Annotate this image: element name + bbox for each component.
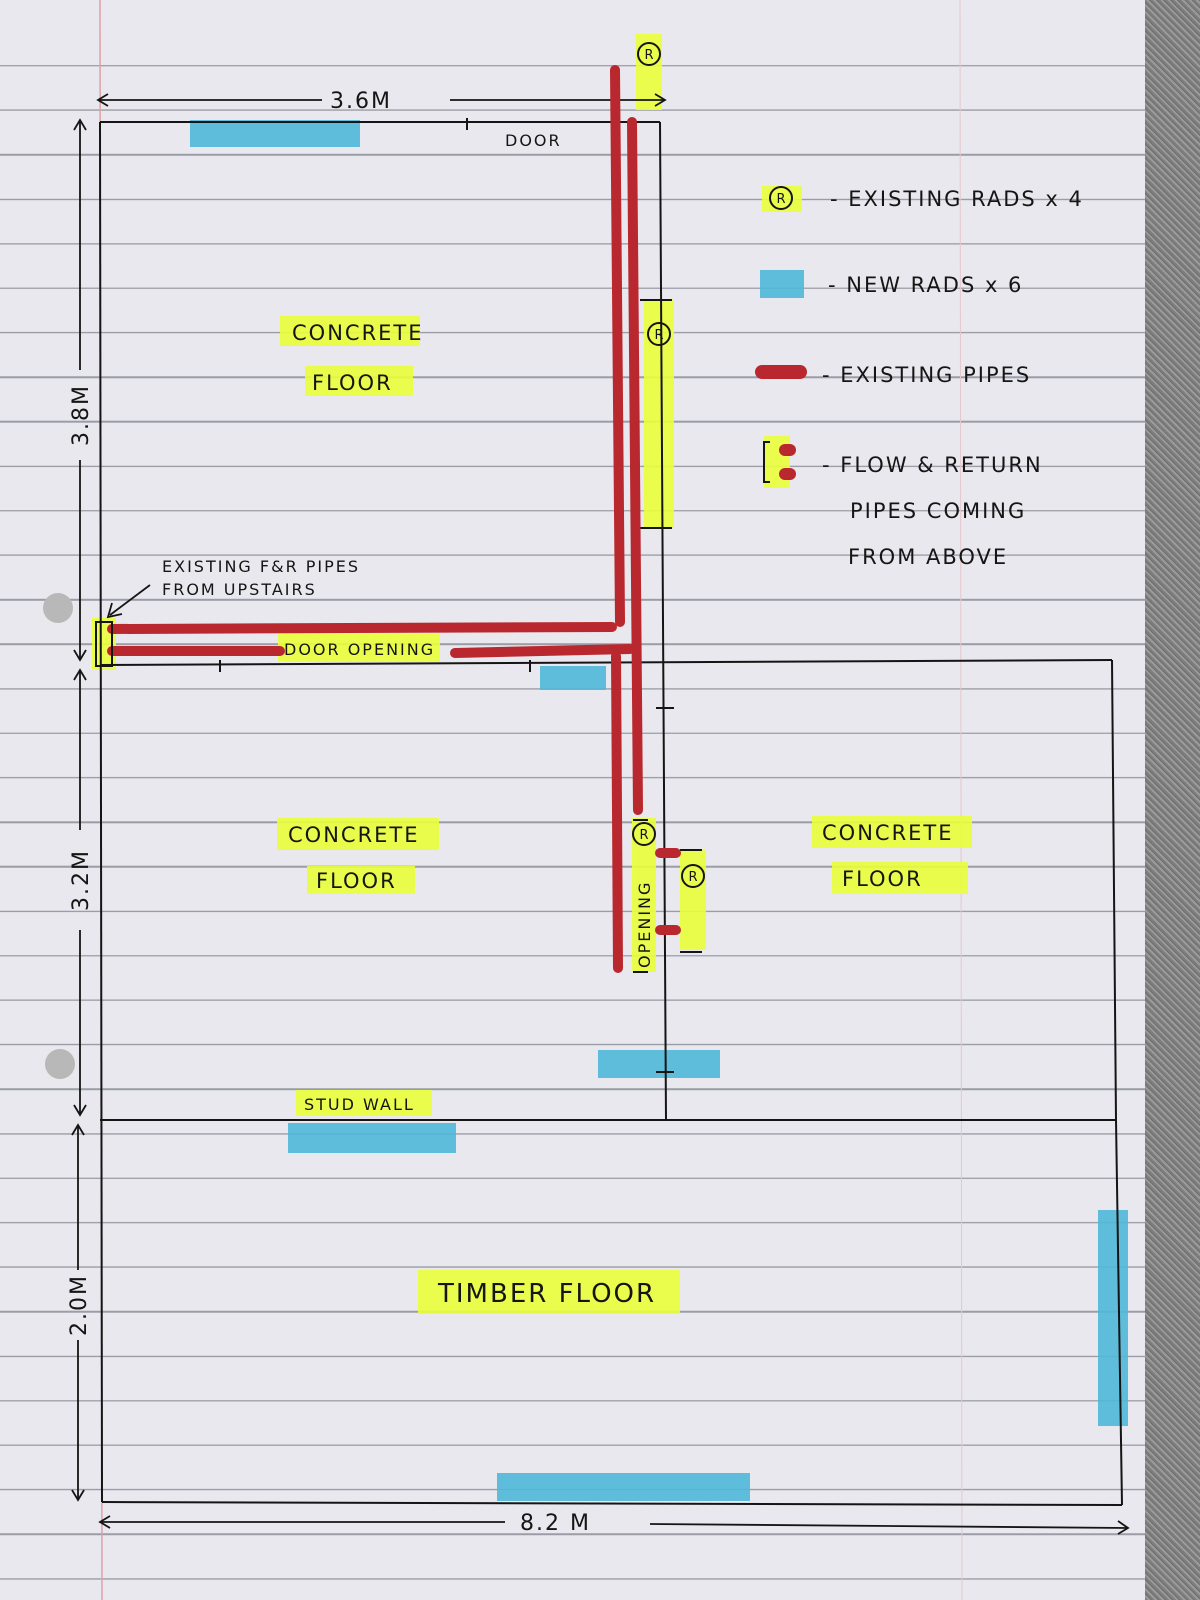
floor-label: FLOOR bbox=[316, 869, 397, 893]
new-rad-stud-wall bbox=[288, 1123, 456, 1153]
punch-hole bbox=[45, 1049, 75, 1079]
door-opening-label: DOOR OPENING bbox=[284, 640, 435, 659]
rad-marker-icon bbox=[632, 822, 656, 846]
existing-rad-top bbox=[636, 34, 662, 110]
flow-return-box-icon bbox=[95, 621, 113, 667]
dim-top-room-height: 3.8M bbox=[69, 384, 94, 446]
rad-marker-icon bbox=[647, 322, 671, 346]
legend-flow-return-icon bbox=[763, 441, 770, 483]
dimension-lines bbox=[71, 93, 1130, 1535]
legend-flow-return: FROM ABOVE bbox=[848, 545, 1008, 569]
pipe-horizontal-flow bbox=[107, 622, 617, 634]
stud-wall-label: STUD WALL bbox=[304, 1095, 415, 1114]
existing-rad-opening bbox=[632, 818, 656, 972]
pipe-vertical-return bbox=[627, 117, 643, 815]
dim-middle-height: 3.2M bbox=[69, 849, 94, 911]
legend-existing-rads: - EXISTING RADS x 4 bbox=[830, 187, 1084, 211]
highlights bbox=[92, 34, 972, 1314]
new-rad-top-room bbox=[190, 120, 360, 147]
opening-label: OPENING bbox=[635, 881, 654, 968]
timber-floor-label: TIMBER FLOOR bbox=[437, 1279, 656, 1309]
pipe-horizontal-return-right bbox=[450, 644, 635, 658]
walls bbox=[99, 118, 1123, 1506]
door-label: DOOR bbox=[505, 131, 562, 150]
legend-flow-return: - FLOW & RETURN bbox=[822, 453, 1043, 477]
legend-new-rads: - NEW RADS x 6 bbox=[828, 273, 1023, 297]
rad-letter: R bbox=[644, 48, 653, 63]
existing-rad-middle-right bbox=[680, 850, 706, 950]
punch-hole bbox=[43, 593, 73, 623]
floor-label: CONCRETE bbox=[292, 321, 424, 345]
legend-flow-return: PIPES COMING bbox=[850, 499, 1026, 523]
legend-existing-pipes: - EXISTING PIPES bbox=[822, 363, 1031, 387]
margin-line-right bbox=[959, 0, 963, 1600]
floor-label: CONCRETE bbox=[822, 821, 954, 845]
rad-letter: R bbox=[688, 870, 697, 885]
rad-letter: R bbox=[639, 828, 648, 843]
legend-rad-letter: R bbox=[776, 192, 785, 207]
rad-marker-icon bbox=[681, 864, 705, 888]
pipes-note: FROM UPSTAIRS bbox=[162, 580, 317, 599]
floor-label: FLOOR bbox=[842, 867, 923, 891]
legend: - EXISTING RADS x 4 - NEW RADS x 6 - EXI… bbox=[822, 187, 1084, 569]
table-surface bbox=[1145, 0, 1200, 1600]
pipe-vertical-opening bbox=[611, 651, 623, 973]
dim-total-width: 8.2 M bbox=[520, 1511, 591, 1536]
legend-rad-marker-icon bbox=[769, 186, 793, 210]
new-rad-middle-bottom bbox=[598, 1050, 720, 1078]
new-rad-middle-left-top bbox=[540, 666, 606, 690]
floor-label: CONCRETE bbox=[288, 823, 420, 847]
pipes-note: EXISTING F&R PIPES bbox=[162, 557, 360, 576]
dim-top-width: 3.6M bbox=[330, 89, 392, 114]
dim-bottom-height: 2.0M bbox=[67, 1274, 92, 1336]
pipe-vertical-flow bbox=[610, 65, 625, 627]
lined-paper bbox=[0, 0, 1150, 1600]
rad-marker-icon bbox=[637, 42, 661, 66]
floor-label: FLOOR bbox=[312, 371, 393, 395]
new-rad-timber-right bbox=[1098, 1210, 1128, 1426]
legend-new-rad-swatch bbox=[760, 270, 804, 298]
existing-pipes bbox=[107, 65, 807, 973]
new-rad-timber-bottom bbox=[497, 1473, 750, 1501]
rad-letter: R bbox=[654, 328, 663, 343]
